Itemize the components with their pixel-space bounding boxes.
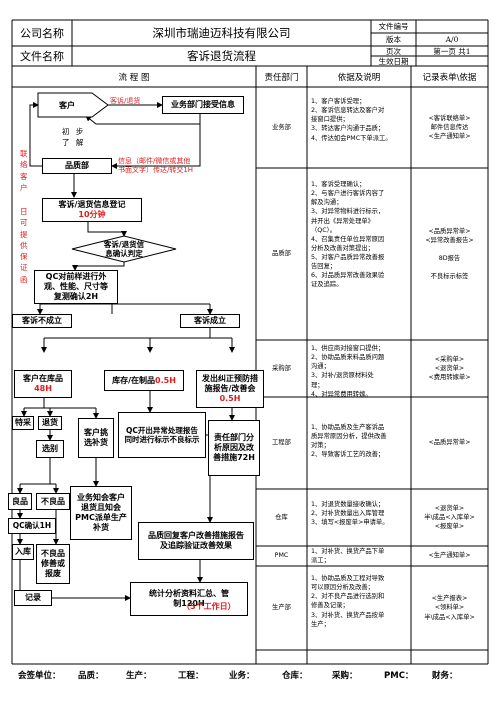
row-records-pmc: <生产通知单> xyxy=(428,552,471,560)
meta-label-version: 版本 xyxy=(386,35,401,44)
biz-notify-box: 业务知会客户 退货且知会 PMC派单生产 补货 xyxy=(70,486,132,540)
row-basis-engineering: 1、协助品质及生产客诉品 质异常原因分析，提供改善 对策； 2、导致客诉工艺的改… xyxy=(311,424,387,459)
row-dept-warehouse: 仓库 xyxy=(275,513,288,521)
meta-label-effective-date: 生效日期 xyxy=(378,56,409,66)
stats-deadline: （5个工作日） xyxy=(182,602,236,611)
meta-value-version: A/0 xyxy=(445,35,459,44)
row-dept-production: 生产部 xyxy=(272,604,291,612)
biz-receive-box: 业务部门接受信息 xyxy=(162,96,244,114)
row-basis-warehouse: 1、对退货数量接收确认； 2、对补货数量出入库管理 3、填写<报废单>申请单。 xyxy=(311,501,389,527)
meta-label-doc-no: 文件编号 xyxy=(378,22,409,31)
register-label: 客诉/退货信息登记 xyxy=(58,200,126,209)
footer-unit-warehouse: 仓库： xyxy=(282,671,308,681)
customer-stock-box: 客户在库品 48H xyxy=(14,370,72,398)
issue-capa-time: 0.5H xyxy=(219,394,241,403)
guarantee-letter-label: 日 可 提 供 保 证 函 xyxy=(20,207,28,284)
qa-dept-box: 品质部 xyxy=(42,158,112,174)
row-dept-purchasing: 采购部 xyxy=(272,364,291,372)
footer-unit-pmc: PMC： xyxy=(384,671,414,681)
customer-stock-time: 48H xyxy=(34,384,52,393)
row-basis-business: 1、客户客诉受理； 2、客诉信息转达及客户对 接窗口提供； 3、转达客户沟通于品… xyxy=(311,98,392,142)
inventory-label: 库存/在制品 xyxy=(112,375,156,385)
footer-unit-engineering: 工程： xyxy=(178,671,204,681)
sorting-box: 选别 xyxy=(36,440,64,458)
row-basis-quality: 1、客诉受理确认； 2、与客户进行客诉内容了 解及沟通； 3、对异常物料进行标示… xyxy=(311,181,385,289)
confirm-diamond-shape xyxy=(71,235,177,263)
row-dept-pmc: PMC xyxy=(274,552,289,560)
row-records-business: <客诉联络单> 邮件信息传达 <生产通知单> xyxy=(428,114,471,141)
inventory-time: 0.5H xyxy=(155,375,176,385)
complaint-return-label: 客诉/退货 xyxy=(110,97,141,105)
stats-label: 统计分析资料汇总、管 制120H xyxy=(149,589,229,608)
col-header-flow: 流 程 图 xyxy=(118,72,150,83)
initial-understand-label: 初 步 了 解 xyxy=(62,127,86,147)
customer-node: 客户 xyxy=(59,100,75,110)
qc-confirm-box: QC确认1H xyxy=(8,518,56,534)
warehouse-in-box: 入库 xyxy=(12,544,34,560)
row-basis-production: 1、协助品质及工程对导致 可以原因分析及改善； 2、对不良产品进行选别和 修善及… xyxy=(311,575,385,628)
confirm-judge-node: 客诉/退货信 息确认判定 xyxy=(103,239,145,258)
company-name: 深圳市瑞迪迈科技有限公司 xyxy=(152,26,291,40)
footer-unit-quality: 品质： xyxy=(78,671,104,681)
special-accept-box: 特采 xyxy=(12,416,34,430)
resp-dept-box: 责任部门分 析原因及改 善措施72H xyxy=(208,420,260,476)
row-records-production: <生产报表> <领料单> 半\成品<入库单> xyxy=(424,595,475,621)
row-basis-purchasing: 1、供应商对接窗口提供； 2、协助品质来料品质问题 沟通； 3、对补/退货原材料… xyxy=(311,345,385,398)
meta-label-page: 页次 xyxy=(386,46,401,56)
row-dept-business: 业务部 xyxy=(272,123,291,131)
record-box: 记录 xyxy=(14,590,52,606)
issue-capa-box: 发出纠正预防措 施报告/改善会 0.5H xyxy=(196,370,264,408)
row-dept-quality: 品质部 xyxy=(272,250,291,258)
row-records-quality: <品质异常单> <异常改善报告> 8D报告 不良标示标签 xyxy=(425,227,474,281)
file-name: 客诉退货流程 xyxy=(187,49,256,63)
register-time: 10分钟 xyxy=(78,210,106,219)
col-header-basis: 依据及说明 xyxy=(337,72,381,83)
repair-scrap-box: 不良品 修善或 报废 xyxy=(36,544,70,584)
stats-box: 统计分析资料汇总、管 制120H xyxy=(130,582,248,616)
col-header-records: 记录表单\依据 xyxy=(422,72,477,83)
qc-check-box: QC对前样进行外 观、性能、尺寸等 复测确认2H xyxy=(34,270,118,304)
row-dept-engineering: 工程部 xyxy=(272,439,291,447)
contact-customer-label: 联 络 客 户 xyxy=(20,149,28,192)
footer-unit-purchasing: 采购： xyxy=(332,671,358,681)
good-box: 良品 xyxy=(8,493,32,510)
issue-capa-label: 发出纠正预防措 施报告/改善会 xyxy=(202,374,258,393)
qc-abnormal-box: QC开出异常处理报告 同时进行标示不良标示 xyxy=(118,412,206,458)
row-records-purchasing: <采购单> <退货单> <费用转嫁单> xyxy=(428,355,471,382)
register-box: 客诉/退货信息登记 10分钟 xyxy=(42,198,142,222)
info-transfer-label: 信息（邮件/微信或其他 书面文字）传达/转交1H xyxy=(118,157,194,175)
return-box: 退货 xyxy=(38,416,62,430)
qa-review-box: 品质回复客户改善措施报告 及追踪验证改善效果 xyxy=(138,522,254,560)
customer-sort-box: 客户挑 选补货 xyxy=(78,418,114,458)
company-label: 公司名称 xyxy=(20,27,64,40)
valid-box: 客诉成立 xyxy=(180,314,240,328)
defective-box: 不良品 xyxy=(36,493,70,510)
footer-unit-business: 业务： xyxy=(229,671,255,681)
file-label: 文件名称 xyxy=(20,50,64,63)
row-basis-pmc: 1、对补货、换货产品下单 派工； xyxy=(311,548,385,565)
customer-shape xyxy=(37,92,109,118)
footer-unit-finance: 财务： xyxy=(432,671,458,681)
meta-value-page: 第一页 共1 xyxy=(433,46,471,56)
col-header-dept: 责任部门 xyxy=(264,72,299,83)
customer-stock-label: 客户在库品 xyxy=(23,374,63,383)
row-records-warehouse: <退货单> 半\成品<入库单> <报废单> xyxy=(424,504,475,531)
footer-unit-production: 生产： xyxy=(126,671,152,681)
not-valid-box: 客诉不成立 xyxy=(12,314,72,328)
footer-sign-label: 会签单位： xyxy=(18,671,61,681)
row-records-engineering: <品质异常单> xyxy=(428,439,471,447)
